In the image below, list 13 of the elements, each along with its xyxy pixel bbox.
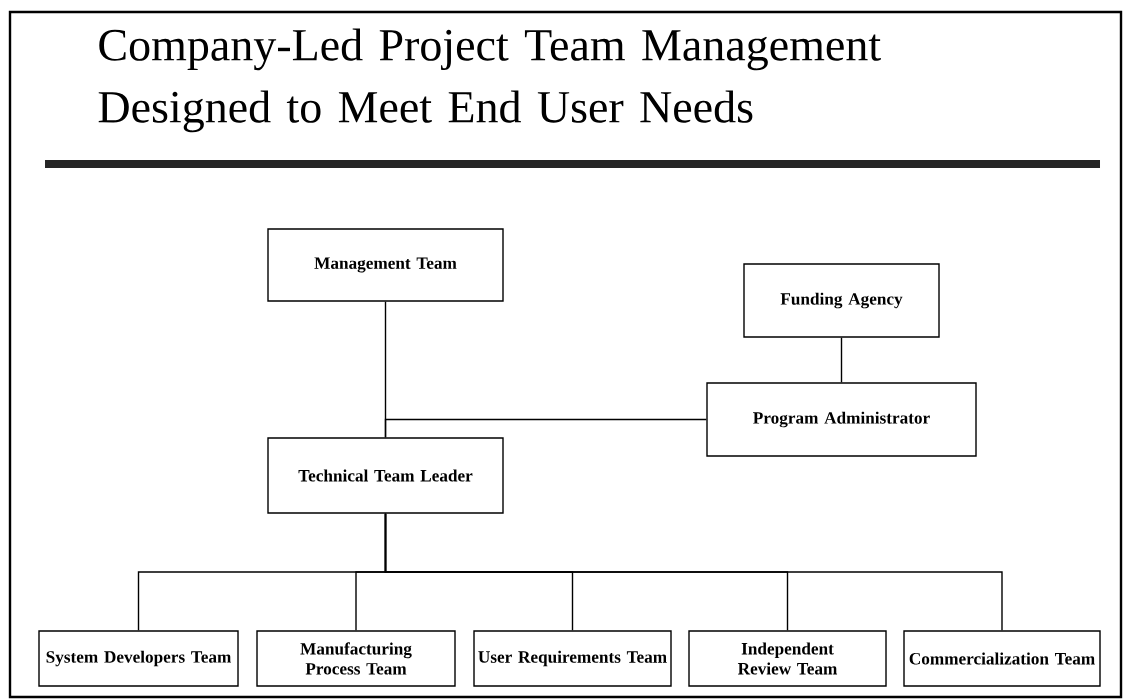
team-box: Management Team [267,228,504,302]
team-box: User Requirements Team [473,630,672,687]
team-box: Funding Agency [743,263,940,338]
team-box: Manufacturing Process Team [256,630,456,687]
connector-line [384,418,707,438]
team-box: Technical Team Leader [267,437,504,514]
title: Company-Led Project Team Management Designed to Meet End User Needs [98,28,881,133]
team-box: Independent Review Team [688,630,887,687]
team-box: Commercialization Team [903,630,1101,687]
connector-line [840,337,843,383]
team-box: Program Administrator [706,382,977,457]
connector-line [384,513,1003,631]
team-box: System Developers Team [38,630,239,687]
